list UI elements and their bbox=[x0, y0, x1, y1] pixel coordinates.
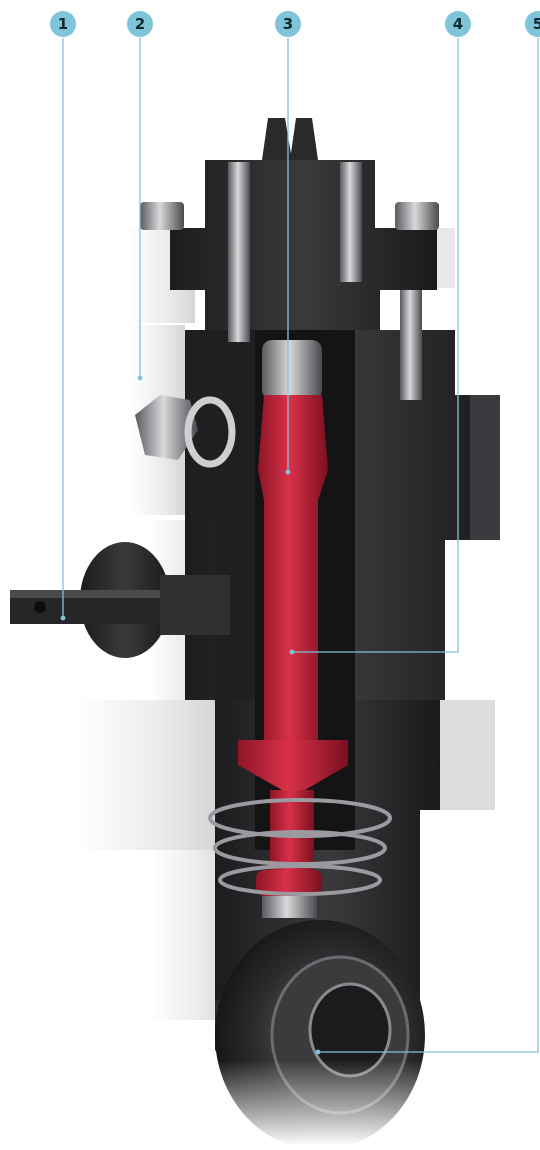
callout-leaders bbox=[62, 38, 539, 1053]
callout-badge-2: 2 bbox=[127, 11, 153, 37]
hex-bolt bbox=[135, 395, 236, 468]
top-bolts bbox=[140, 118, 439, 400]
callout-badge-3: 3 bbox=[275, 11, 301, 37]
callout-badge-4: 4 bbox=[445, 11, 471, 37]
dot-1 bbox=[60, 615, 66, 621]
lever-arm bbox=[10, 542, 230, 658]
leader-5 bbox=[318, 38, 539, 1053]
callout-dots bbox=[60, 375, 321, 1055]
valve-stem bbox=[238, 340, 348, 918]
dot-4 bbox=[289, 649, 295, 655]
outer-housing-light bbox=[75, 228, 495, 1020]
dot-5 bbox=[315, 1049, 321, 1055]
dot-2 bbox=[137, 375, 143, 381]
leader-4 bbox=[292, 38, 459, 653]
callout-badge-5: 5 bbox=[525, 11, 540, 37]
spring bbox=[208, 798, 392, 896]
callout-badge-1: 1 bbox=[50, 11, 76, 37]
dot-3 bbox=[285, 469, 291, 475]
